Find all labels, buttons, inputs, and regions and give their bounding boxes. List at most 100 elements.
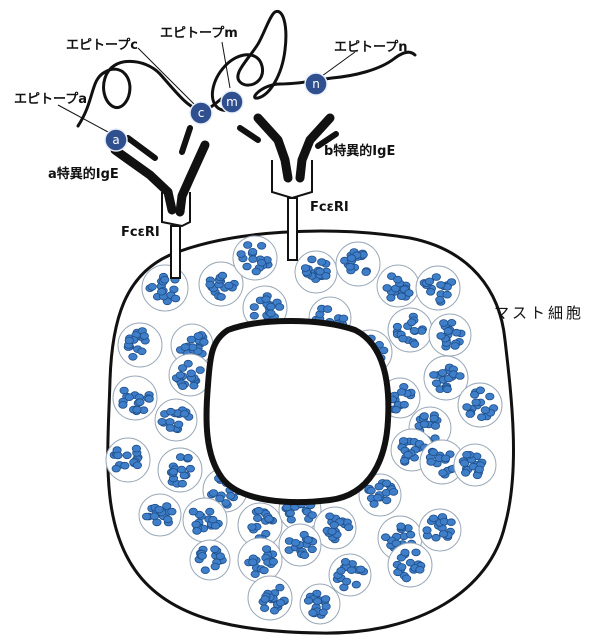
- granule-particle: [430, 372, 438, 379]
- granule-particle: [470, 391, 478, 398]
- granule-particle: [157, 288, 165, 295]
- granule-particle: [387, 294, 395, 301]
- granule-particle: [443, 291, 451, 298]
- granule-particle: [120, 387, 128, 394]
- granule-particle: [347, 255, 355, 262]
- label-ige-b: b特異的IgE: [324, 140, 395, 159]
- granule-particle: [112, 465, 120, 472]
- granule-particle: [300, 552, 308, 559]
- leader-line-a: [58, 105, 108, 132]
- granule-particle: [167, 408, 175, 415]
- granule-particle: [430, 415, 438, 422]
- granule-particle: [399, 335, 407, 342]
- granule-particle: [206, 508, 214, 515]
- granule-particle: [216, 553, 224, 560]
- granule-particle: [257, 242, 265, 249]
- granule-particle: [439, 470, 447, 477]
- granule-particle: [178, 480, 186, 487]
- granule-particle: [169, 468, 177, 475]
- granule-particle: [287, 516, 295, 523]
- granule-particle: [142, 513, 150, 520]
- granule-particle: [249, 256, 257, 263]
- granule-particle: [180, 410, 188, 417]
- granule-particle: [175, 421, 183, 428]
- granule-particle: [184, 360, 192, 367]
- granule-particle: [269, 558, 277, 565]
- granule-particle: [267, 303, 275, 310]
- granule-vesicle: [106, 438, 150, 482]
- granule-particle: [382, 480, 390, 487]
- granule-particle: [227, 493, 235, 500]
- granule-particle: [420, 413, 428, 420]
- granule-particle: [326, 513, 334, 520]
- granule-particle: [339, 315, 347, 322]
- granule-particle: [261, 596, 269, 603]
- granule-particle: [206, 281, 214, 288]
- granule-particle: [304, 597, 312, 604]
- granule-particle: [166, 425, 174, 432]
- granule-particle: [408, 319, 416, 326]
- epitope-a-letter: a: [112, 133, 119, 147]
- granule-particle: [397, 389, 405, 396]
- granule-particle: [431, 423, 439, 430]
- granule-particle: [304, 537, 312, 544]
- granule-particle: [276, 599, 284, 606]
- granule-particle: [218, 272, 226, 279]
- granule-particle: [164, 516, 172, 523]
- ige-b-antibody: [240, 118, 336, 178]
- label-receptor-right: FcεRI: [310, 200, 349, 215]
- granule-particle: [308, 546, 316, 553]
- epitope-n: n: [305, 73, 327, 95]
- granule-particle: [155, 506, 163, 513]
- granule-particle: [342, 578, 350, 585]
- label-epitope-n: エピトープn: [334, 36, 407, 55]
- granule-particle: [209, 490, 217, 497]
- granule-particle: [444, 328, 452, 335]
- granule-particle: [429, 515, 437, 522]
- granule-particle: [448, 319, 456, 326]
- granule-particle: [436, 296, 444, 303]
- granule-particle: [443, 386, 451, 393]
- granule-particle: [251, 571, 259, 578]
- granule-particle: [432, 534, 440, 541]
- granule-particle: [244, 242, 252, 249]
- granule-particle: [357, 566, 365, 573]
- granule-particle: [319, 609, 327, 616]
- granule-particle: [275, 304, 283, 311]
- granule-particle: [217, 294, 225, 301]
- granule-particle: [179, 383, 187, 390]
- granule-particle: [328, 528, 336, 535]
- granule-particle: [397, 523, 405, 530]
- granule-particle: [375, 483, 383, 490]
- granule-particle: [145, 396, 153, 403]
- granule-particle: [184, 454, 192, 461]
- granule-vesicle: [336, 242, 380, 286]
- ige-a-antibody: [115, 128, 205, 212]
- granule-particle: [308, 512, 316, 519]
- granule-particle: [133, 462, 141, 469]
- granule-particle: [475, 466, 483, 473]
- granule-particle: [389, 489, 397, 496]
- label-epitope-a: エピトープa: [14, 88, 87, 107]
- granule-particle: [392, 406, 400, 413]
- granule-particle: [407, 531, 415, 538]
- granule-particle: [140, 333, 148, 340]
- epitope-c: c: [190, 102, 212, 124]
- granule-particle: [260, 605, 268, 612]
- granule-particle: [125, 394, 133, 401]
- granule-particle: [416, 566, 424, 573]
- granule-particle: [337, 567, 345, 574]
- granule-particle: [383, 497, 391, 504]
- antigen-chain: [78, 11, 415, 126]
- granule-particle: [322, 596, 330, 603]
- nucleus: [206, 321, 388, 502]
- granule-particle: [313, 598, 321, 605]
- granule-particle: [301, 265, 309, 272]
- granule-particle: [400, 401, 408, 408]
- granule-particle: [423, 527, 431, 534]
- granule-particle: [346, 263, 354, 270]
- granule-particle: [394, 276, 402, 283]
- granule-particle: [211, 522, 219, 529]
- epitope-m-letter: m: [226, 95, 238, 109]
- label-receptor-left: FcεRI: [121, 225, 160, 240]
